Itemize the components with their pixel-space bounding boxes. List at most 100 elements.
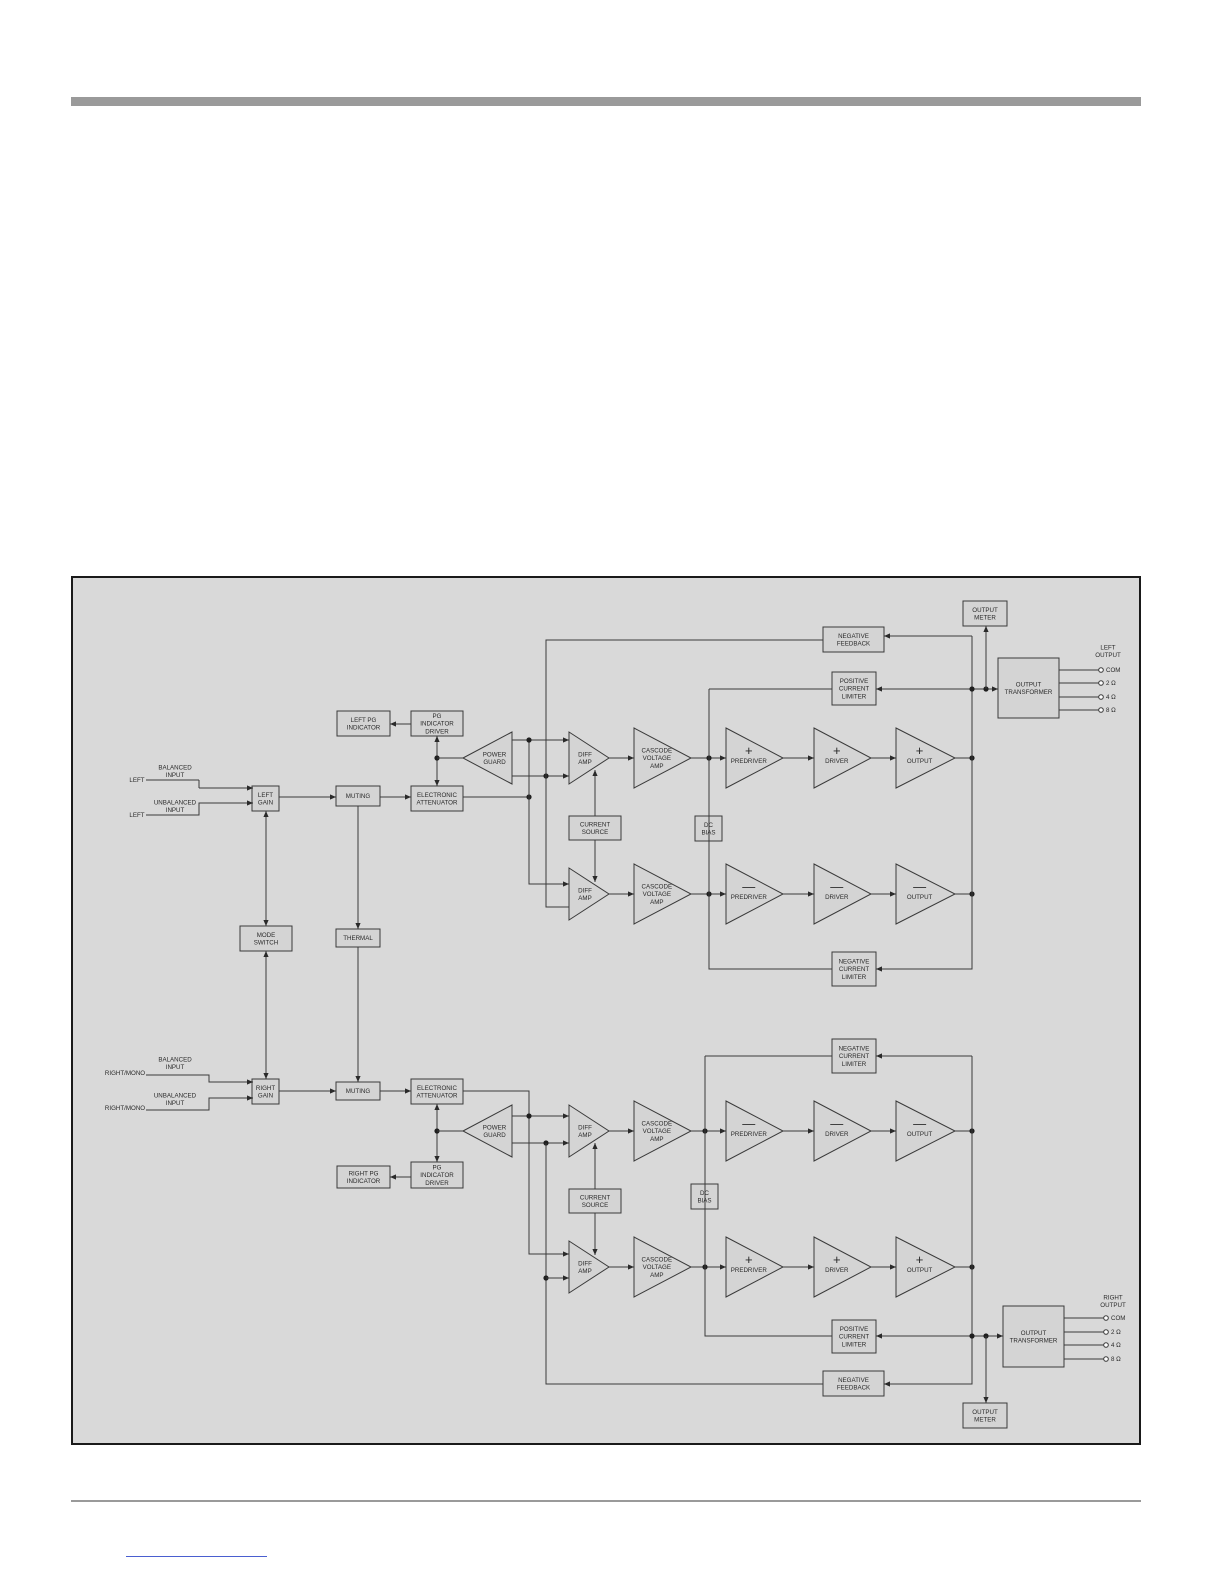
wire-right-atten-bottom-diff [463, 1090, 569, 1255]
right-gain-block-label: RIGHT [256, 1085, 275, 1092]
left-pg-indicator [336, 710, 391, 737]
wire-right-thermal-muting-arrow [355, 1076, 361, 1082]
footer-rule [71, 1500, 1141, 1502]
right-positive-current-limiter-label: LIMITER [842, 1341, 867, 1348]
mode-switch-label: MODE [257, 932, 276, 939]
left-positive-current-limiter-label: POSITIVE [840, 678, 869, 685]
right-cascode-voltage-amp-top-label: CASCODE [641, 1121, 672, 1128]
wire-right-unbalanced-arrow [247, 1095, 253, 1101]
left-current-source-label: CURRENT [580, 821, 610, 828]
right-output-terminal [1103, 1342, 1109, 1348]
right-output-heading-label: RIGHT [1103, 1294, 1122, 1301]
junction-dot [969, 1333, 975, 1339]
left-muting-label: MUTING [346, 793, 371, 800]
wire-right-cascode-pre-top-arrow [720, 1128, 726, 1134]
header-rule [71, 97, 1141, 106]
wire-left-pg-atten-arrow [434, 736, 440, 742]
right-diff-amp-top-label: DIFF [578, 1124, 592, 1131]
wire-right-cs-bot-arrow [592, 1249, 598, 1255]
right-negative-feedback-label: FEEDBACK [837, 1385, 871, 1392]
right-output-transformer-label: OUTPUT [1021, 1330, 1047, 1337]
left-power-guard-label: GUARD [483, 759, 506, 766]
right-output-transformer-label: TRANSFORMER [1010, 1338, 1058, 1345]
left-output-meter-label: OUTPUT [972, 607, 998, 614]
right-output-minus-sign: — [913, 1116, 926, 1131]
right-balanced-input-label: BALANCED [158, 1056, 192, 1063]
left-cascode-voltage-amp-top-label: CASCODE [641, 748, 672, 755]
right-pg-indicator-label: RIGHT PG [349, 1170, 379, 1177]
wire-left-cascode-pre-top-arrow [720, 755, 726, 761]
left-positive-current-limiter-label: LIMITER [842, 693, 867, 700]
wire-left-pg-atten-arrow [434, 780, 440, 786]
left-balanced-input-label: INPUT [166, 772, 185, 779]
wire-left-diff-cascode-bot-arrow [628, 891, 634, 897]
right-pg-indicator-driver-label: PG [433, 1165, 442, 1172]
wire-right-driver-out-top-arrow [890, 1128, 896, 1134]
right-output-meter-label: METER [974, 1417, 996, 1424]
footer-link-underline [126, 1556, 267, 1557]
right-balanced-input-channel-label: RIGHT/MONO [105, 1070, 145, 1077]
right-balanced-input-label: INPUT [166, 1064, 185, 1071]
right-output-heading-label: OUTPUT [1100, 1302, 1126, 1309]
left-current-source-label: SOURCE [582, 829, 608, 836]
left-cascode-voltage-amp-top-label: AMP [650, 763, 663, 770]
right-predriver-minus-label: PREDRIVER [731, 1131, 768, 1138]
left-cascode-voltage-amp-bottom-label: CASCODE [641, 884, 672, 891]
left-pg-indicator-driver-label: PG [433, 713, 442, 720]
left-predriver-minus-label: PREDRIVER [731, 894, 768, 901]
right-driver-plus-label: DRIVER [825, 1267, 849, 1274]
wire-right-balanced [146, 1074, 253, 1083]
left-electronic-attenuator-label: ELECTRONIC [417, 792, 457, 799]
left-negative-current-limiter-label: CURRENT [839, 966, 869, 973]
right-electronic-attenuator-label: ELECTRONIC [417, 1085, 457, 1092]
left-output-plus-sign: + [916, 743, 924, 758]
left-diff-amp-bottom-label: DIFF [578, 887, 592, 894]
left-diff-amp-top [568, 731, 610, 785]
wire-left-driver-out-top-arrow [890, 755, 896, 761]
right-output-plus-sign: + [916, 1252, 924, 1267]
left-pg-indicator-label: LEFT PG [351, 717, 377, 724]
left-balanced-input-label: BALANCED [158, 764, 192, 771]
right-predriver-plus-sign: + [745, 1252, 753, 1267]
right-driver-minus-label: DRIVER [825, 1131, 849, 1138]
wire-left-fb-top-arrow [563, 773, 569, 779]
left-power-guard-label: POWER [483, 751, 507, 758]
left-diff-amp-top-label: DIFF [578, 751, 592, 758]
wire-left-gain-muting-arrow [330, 794, 336, 800]
left-negative-feedback-label: NEGATIVE [838, 633, 869, 640]
right-negative-current-limiter-label: NEGATIVE [839, 1046, 870, 1053]
right-diff-amp-bottom-label: AMP [578, 1268, 591, 1275]
right-unbalanced-input-label: UNBALANCED [154, 1092, 197, 1099]
right-output-tap-label: 4 Ω [1111, 1342, 1121, 1349]
right-negative-feedback-label: NEGATIVE [838, 1377, 869, 1384]
wire-right-sum-negcl-arrow [876, 1053, 882, 1059]
right-power-guard-label: POWER [483, 1124, 507, 1131]
wire-left-sum-negcl [876, 636, 973, 970]
left-output-transformer-label: TRANSFORMER [1005, 689, 1053, 696]
wire-left-unbalanced [146, 802, 253, 816]
wire-left-sum-feedback-arrow [884, 633, 890, 639]
left-negative-feedback [822, 626, 885, 653]
left-predriver-plus-sign: + [745, 743, 753, 758]
wire-right-pg-driver-indicator-arrow [390, 1174, 396, 1180]
left-output-tap-label: 4 Ω [1106, 694, 1116, 701]
right-output-plus-label: OUTPUT [907, 1267, 933, 1274]
wire-right-fb-top-arrow [563, 1140, 569, 1146]
right-predriver-plus-label: PREDRIVER [731, 1267, 768, 1274]
wire-left-bias-rail [708, 689, 832, 970]
right-output-tap-label: 8 Ω [1111, 1356, 1121, 1363]
wire-left-balanced-arrow [247, 785, 253, 791]
left-negative-current-limiter [831, 951, 877, 987]
block-diagram-svg: OUTPUTMETERNEGATIVEFEEDBACKPOSITIVECURRE… [105, 600, 1126, 1429]
wire-right-sum-poscl-arrow [876, 1333, 882, 1339]
left-pg-indicator-label: INDICATOR [347, 725, 381, 732]
right-diff-amp-bottom [568, 1240, 610, 1294]
left-output-terminal [1098, 707, 1104, 713]
right-output-transformer [1002, 1305, 1065, 1368]
right-cascode-voltage-amp-top-label: AMP [650, 1136, 663, 1143]
right-diff-amp-top [568, 1104, 610, 1158]
left-negative-current-limiter-label: NEGATIVE [839, 959, 870, 966]
wire-right-pre-driver-top-arrow [808, 1128, 814, 1134]
left-output-meter-label: METER [974, 615, 996, 622]
wire-left-pg-driver-indicator-arrow [390, 721, 396, 727]
